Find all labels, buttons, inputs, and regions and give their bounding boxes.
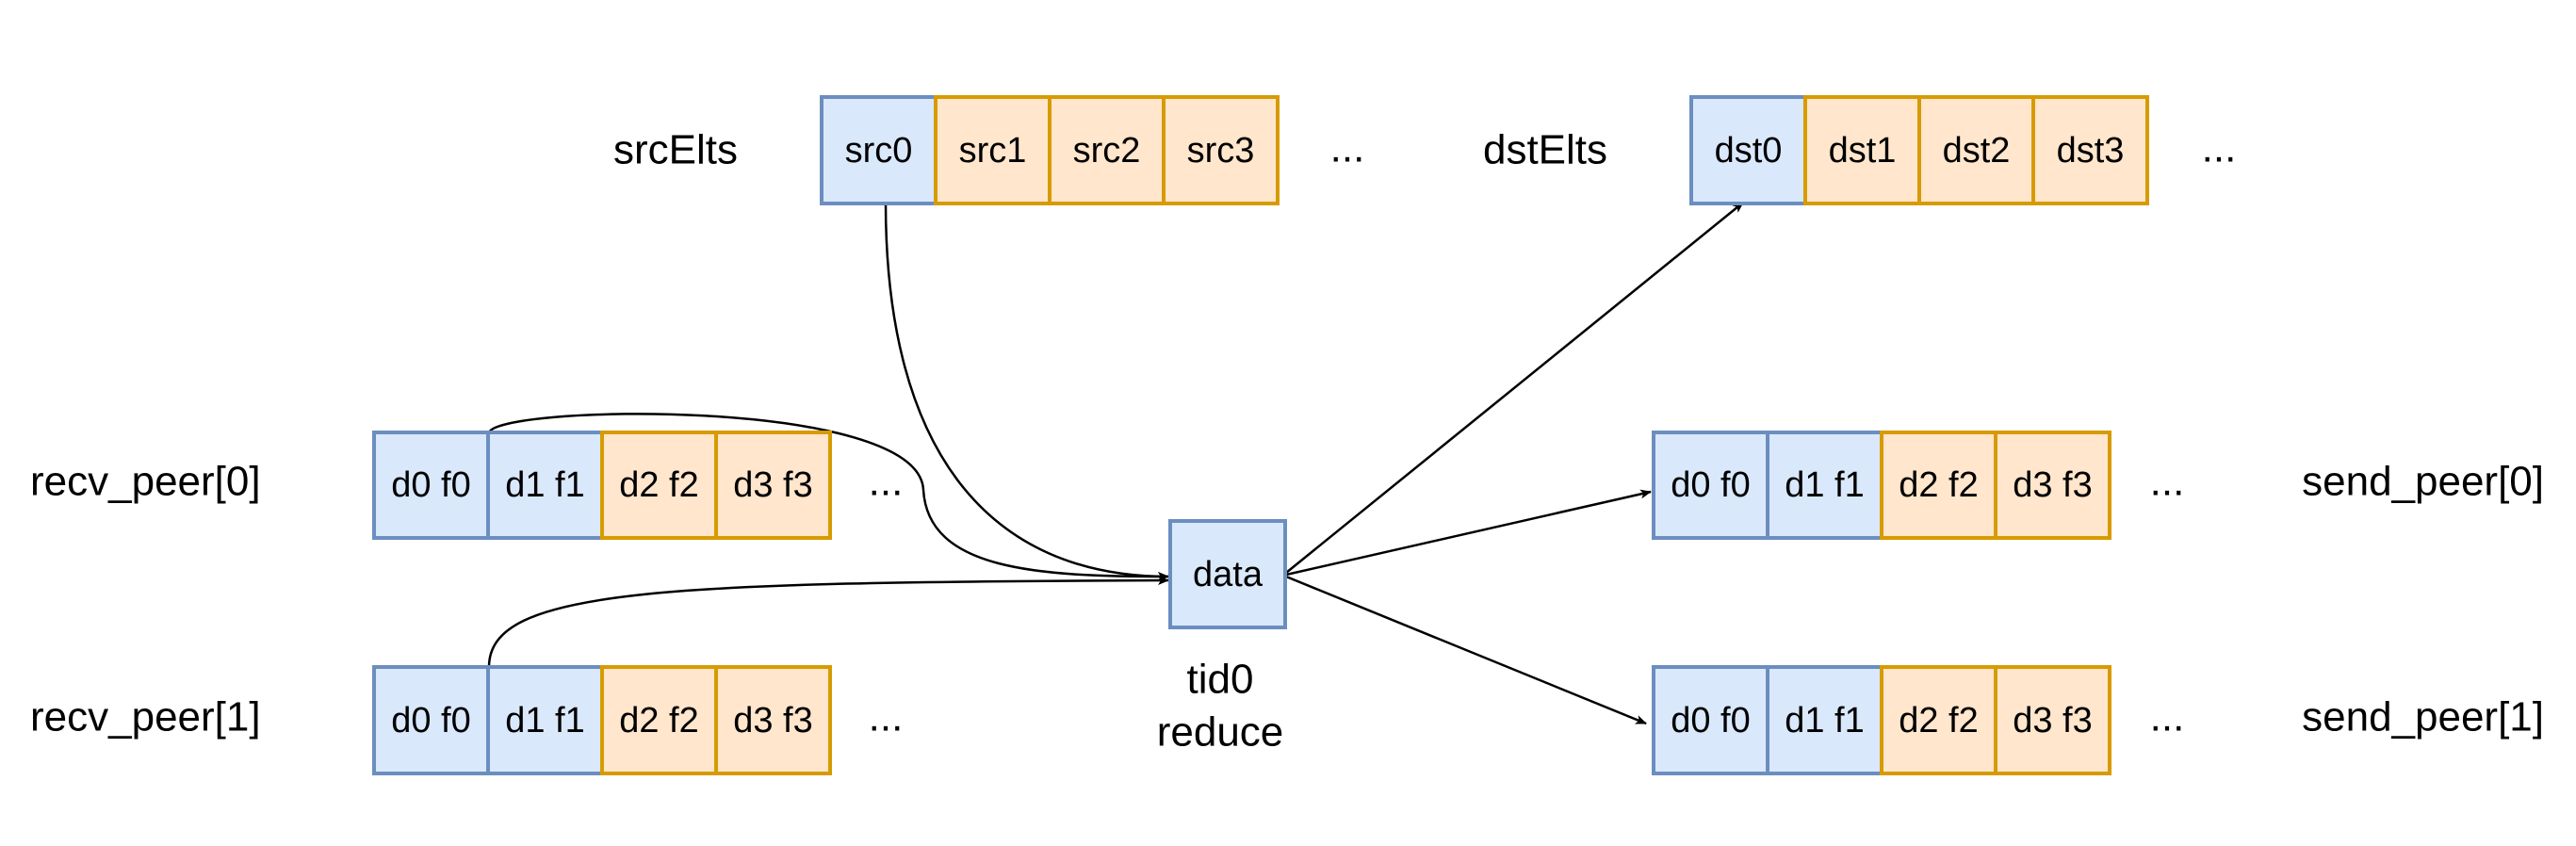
recv-peer-1-cell-box	[486, 665, 604, 775]
data-node-label: data	[1193, 555, 1264, 594]
recv-peer-0-cell-label: d0 f0	[391, 465, 471, 505]
dst-cell-box	[1689, 95, 1807, 205]
src-cell: src1	[934, 95, 1052, 205]
dst-cell: dst2	[1917, 95, 2035, 205]
dst-cell-label: dst2	[1943, 131, 2011, 171]
recv-peer-0-label: recv_peer[0]	[30, 459, 261, 505]
src-elts-row: srcElts src0 src1 src2 src3 ...	[613, 95, 1365, 205]
src-cell: src3	[1162, 95, 1280, 205]
dst-cell: dst3	[2031, 95, 2149, 205]
src-cell: src2	[1048, 95, 1166, 205]
recv-peer-0-cell-label: d3 f3	[733, 465, 813, 505]
recv-peer-1-cell: d2 f2	[600, 665, 718, 775]
dst-cell-label: dst0	[1715, 131, 1783, 171]
dst-cell-box	[1803, 95, 1921, 205]
src-elts-label: srcElts	[613, 127, 738, 173]
recv-peer-1-ellipsis: ...	[869, 694, 904, 740]
recv-peer-1-cell: d1 f1	[486, 665, 604, 775]
edge-data-to-dst0	[1285, 202, 1744, 574]
src-cell-label: src2	[1073, 131, 1141, 171]
edge-data-to-send0	[1285, 489, 1652, 577]
send-peer-1-cell-label: d3 f3	[2013, 701, 2093, 740]
src-cell: src0	[820, 95, 937, 205]
send-peer-0-cell-label: d1 f1	[1785, 465, 1865, 505]
send-peer-1-cell-label: d2 f2	[1899, 701, 1979, 740]
src-cell-label: src3	[1187, 131, 1255, 171]
recv-peer-0-cell-box	[714, 431, 832, 540]
recv-peer-1-cell: d3 f3	[714, 665, 832, 775]
recv-peer-1-cell-label: d1 f1	[505, 701, 585, 740]
dst-elts-row: dstElts dst0 dst1 dst2 dst3 ...	[1483, 95, 2237, 205]
send-peer-0-cell: d1 f1	[1766, 431, 1883, 540]
dst-cell: dst1	[1803, 95, 1921, 205]
recv-peer-0-cell: d0 f0	[372, 431, 490, 540]
send-peer-1-cell: d2 f2	[1880, 665, 1997, 775]
src-cell-box	[820, 95, 937, 205]
recv-peer-1-cell-label: d0 f0	[391, 701, 471, 740]
send-peer-1-cell-label: d1 f1	[1785, 701, 1865, 740]
recv-peer-0-cell-label: d2 f2	[619, 465, 699, 505]
edge-src0-to-data	[884, 202, 1169, 581]
connectors	[487, 202, 1744, 725]
recv-peer-0-ellipsis: ...	[869, 459, 904, 505]
send-peer-1-cell-box	[1994, 665, 2111, 775]
src-cell-label: src0	[845, 131, 913, 171]
edge-recv1-to-data	[487, 576, 1169, 668]
recv-peer-0-cell-box	[600, 431, 718, 540]
dst-cell: dst0	[1689, 95, 1807, 205]
send-peer-0-cell-label: d0 f0	[1671, 465, 1751, 505]
data-node-caption-op: reduce	[1157, 709, 1284, 756]
send-peer-0-cell: d0 f0	[1652, 431, 1769, 540]
send-peer-1-label: send_peer[1]	[2302, 694, 2544, 740]
send-peer-0-cell-label: d2 f2	[1899, 465, 1979, 505]
send-peer-0-row: d0 f0 d1 f1 d2 f2 d3 f3 ... send_peer[0]	[1652, 431, 2544, 540]
edge-recv0-to-data	[487, 413, 1169, 581]
recv-peer-1-label: recv_peer[1]	[30, 694, 261, 740]
recv-peer-0-cell-box	[486, 431, 604, 540]
recv-peer-0-cell-label: d1 f1	[505, 465, 585, 505]
send-peer-1-cell: d1 f1	[1766, 665, 1883, 775]
recv-peer-0-cell: d3 f3	[714, 431, 832, 540]
edge-data-to-send1	[1285, 575, 1647, 725]
send-peer-0-cell-box	[1652, 431, 1769, 540]
recv-peer-1-row: recv_peer[1] d0 f0 d1 f1 d2 f2 d3 f3 ...	[30, 665, 904, 775]
recv-peer-0-cell-box	[372, 431, 490, 540]
dst-ellipsis: ...	[2202, 125, 2237, 171]
recv-peer-1-cell: d0 f0	[372, 665, 490, 775]
send-peer-0-cell-label: d3 f3	[2013, 465, 2093, 505]
send-peer-1-cell-box	[1766, 665, 1883, 775]
src-cell-label: src1	[959, 131, 1027, 171]
dst-cell-box	[1917, 95, 2035, 205]
send-peer-0-cell-box	[1994, 431, 2111, 540]
send-peer-1-ellipsis: ...	[2150, 694, 2185, 740]
recv-peer-0-cell: d1 f1	[486, 431, 604, 540]
send-peer-0-cell: d3 f3	[1994, 431, 2111, 540]
send-peer-1-row: d0 f0 d1 f1 d2 f2 d3 f3 ... send_peer[1]	[1652, 665, 2544, 775]
recv-peer-1-cell-label: d2 f2	[619, 701, 699, 740]
data-node-caption-tid: tid0	[1187, 657, 1254, 703]
src-cell-box	[1162, 95, 1280, 205]
recv-peer-1-cell-box	[372, 665, 490, 775]
dst-cell-label: dst1	[1829, 131, 1897, 171]
dst-elts-label: dstElts	[1483, 127, 1607, 173]
dst-cell-label: dst3	[2057, 131, 2125, 171]
send-peer-1-cell-box	[1880, 665, 1997, 775]
recv-peer-1-cell-box	[714, 665, 832, 775]
recv-peer-0-row: recv_peer[0] d0 f0 d1 f1 d2 f2 d3 f3 ...	[30, 431, 904, 540]
recv-peer-0-cell: d2 f2	[600, 431, 718, 540]
send-peer-0-label: send_peer[0]	[2302, 459, 2544, 505]
data-node: data tid0 reduce	[1157, 519, 1287, 756]
send-peer-1-cell-label: d0 f0	[1671, 701, 1751, 740]
send-peer-0-cell: d2 f2	[1880, 431, 1997, 540]
send-peer-1-cell: d3 f3	[1994, 665, 2111, 775]
src-ellipsis: ...	[1330, 125, 1365, 171]
recv-peer-1-cell-label: d3 f3	[733, 701, 813, 740]
send-peer-0-ellipsis: ...	[2150, 459, 2185, 505]
data-node-box	[1168, 519, 1287, 629]
dst-cell-box	[2031, 95, 2149, 205]
send-peer-1-cell: d0 f0	[1652, 665, 1769, 775]
